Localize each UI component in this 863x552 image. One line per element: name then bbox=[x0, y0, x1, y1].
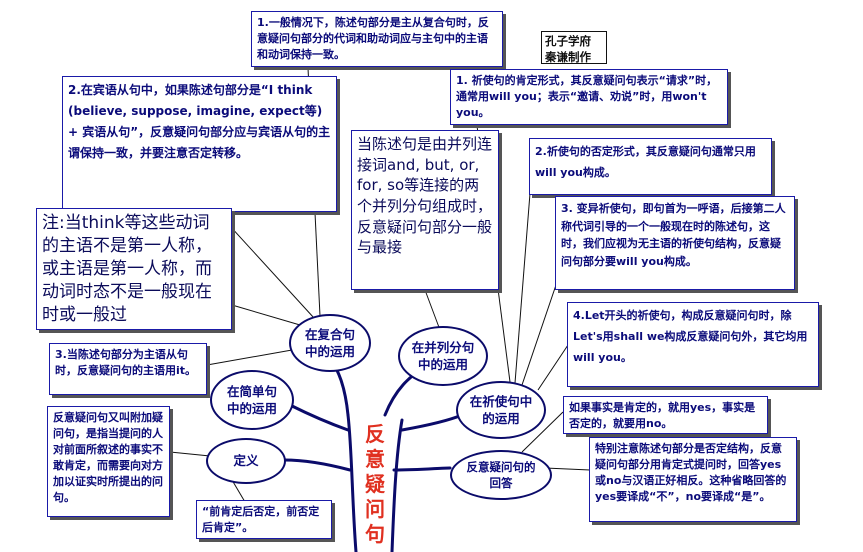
imperative-rule-4: 4.Let开头的祈使句，构成反意疑问句时，除Let's用shall we构成反意… bbox=[567, 302, 819, 387]
credit-line2: 秦谦制作 bbox=[545, 49, 591, 64]
oval-simple: 在简单句中的运用 bbox=[210, 370, 294, 430]
compound-rule-2: 2.在宾语从句中，如果陈述句部分是“I think (believe, supp… bbox=[62, 76, 337, 212]
branch-simple bbox=[288, 403, 350, 432]
answer-rule-1: 如果事实是肯定的，就用yes，事实是否定的，就要用no。 bbox=[563, 396, 768, 434]
oval-definition: 定义 bbox=[206, 438, 286, 484]
oval-coordinate: 在并列分句中的运用 bbox=[398, 326, 488, 386]
credit-box: 孔子学府 秦谦制作 bbox=[541, 31, 607, 64]
imperative-rule-3: 3. 变异祈使句，即句首为一呼语，后接第二人称代词引导的一个一般现在时的陈述句，… bbox=[555, 196, 795, 290]
definition-text: 反意疑问句又叫附加疑问句，是指当提问的人对前面所叙述的事实不敢肯定，而需要向对方… bbox=[47, 406, 170, 517]
think-note: 注:当think等这些动词的主语不是第一人称，或主语是第一人称，而动词时态不是一… bbox=[36, 208, 232, 330]
definition-mnemonic: “前肯定后否定，前否定后肯定”。 bbox=[196, 500, 332, 539]
main-title: 反意疑问句 bbox=[365, 422, 385, 546]
compound-rule-1: 1.一般情况下，陈述句部分是主从复合句时，反意疑问句部分的代词和助动词应与主句中… bbox=[251, 11, 503, 67]
imperative-rule-1: 1. 祈使句的肯定形式，其反意疑问句表示“请求”时，通常用will you；表示… bbox=[450, 69, 728, 125]
oval-compound: 在复合句中的运用 bbox=[289, 314, 371, 372]
branch-imperative bbox=[400, 413, 464, 432]
answer-rule-2: 特别注意陈述句部分是否定结构，反意疑问句部分用肯定式提问时，回答yes或no与汉… bbox=[589, 437, 797, 522]
oval-imperative: 在祈使句中的运用 bbox=[456, 381, 546, 439]
branch-definition bbox=[282, 458, 352, 472]
coordinate-rule: 当陈述句是由并列连接词and, but, or, for, so等连接的两个并列… bbox=[351, 130, 499, 290]
trunk-left bbox=[346, 413, 358, 552]
credit-line1: 孔子学府 bbox=[545, 34, 591, 48]
imperative-rule-2: 2.祈使句的否定形式，其反意疑问句通常只用will you构成。 bbox=[529, 138, 772, 195]
trunk-right bbox=[390, 418, 404, 552]
branch-answer bbox=[392, 466, 452, 472]
oval-answer: 反意疑问句的回答 bbox=[450, 450, 552, 500]
compound-rule-3: 3.当陈述句部分为主语从句时，反意疑问句的主语用it。 bbox=[49, 343, 207, 395]
